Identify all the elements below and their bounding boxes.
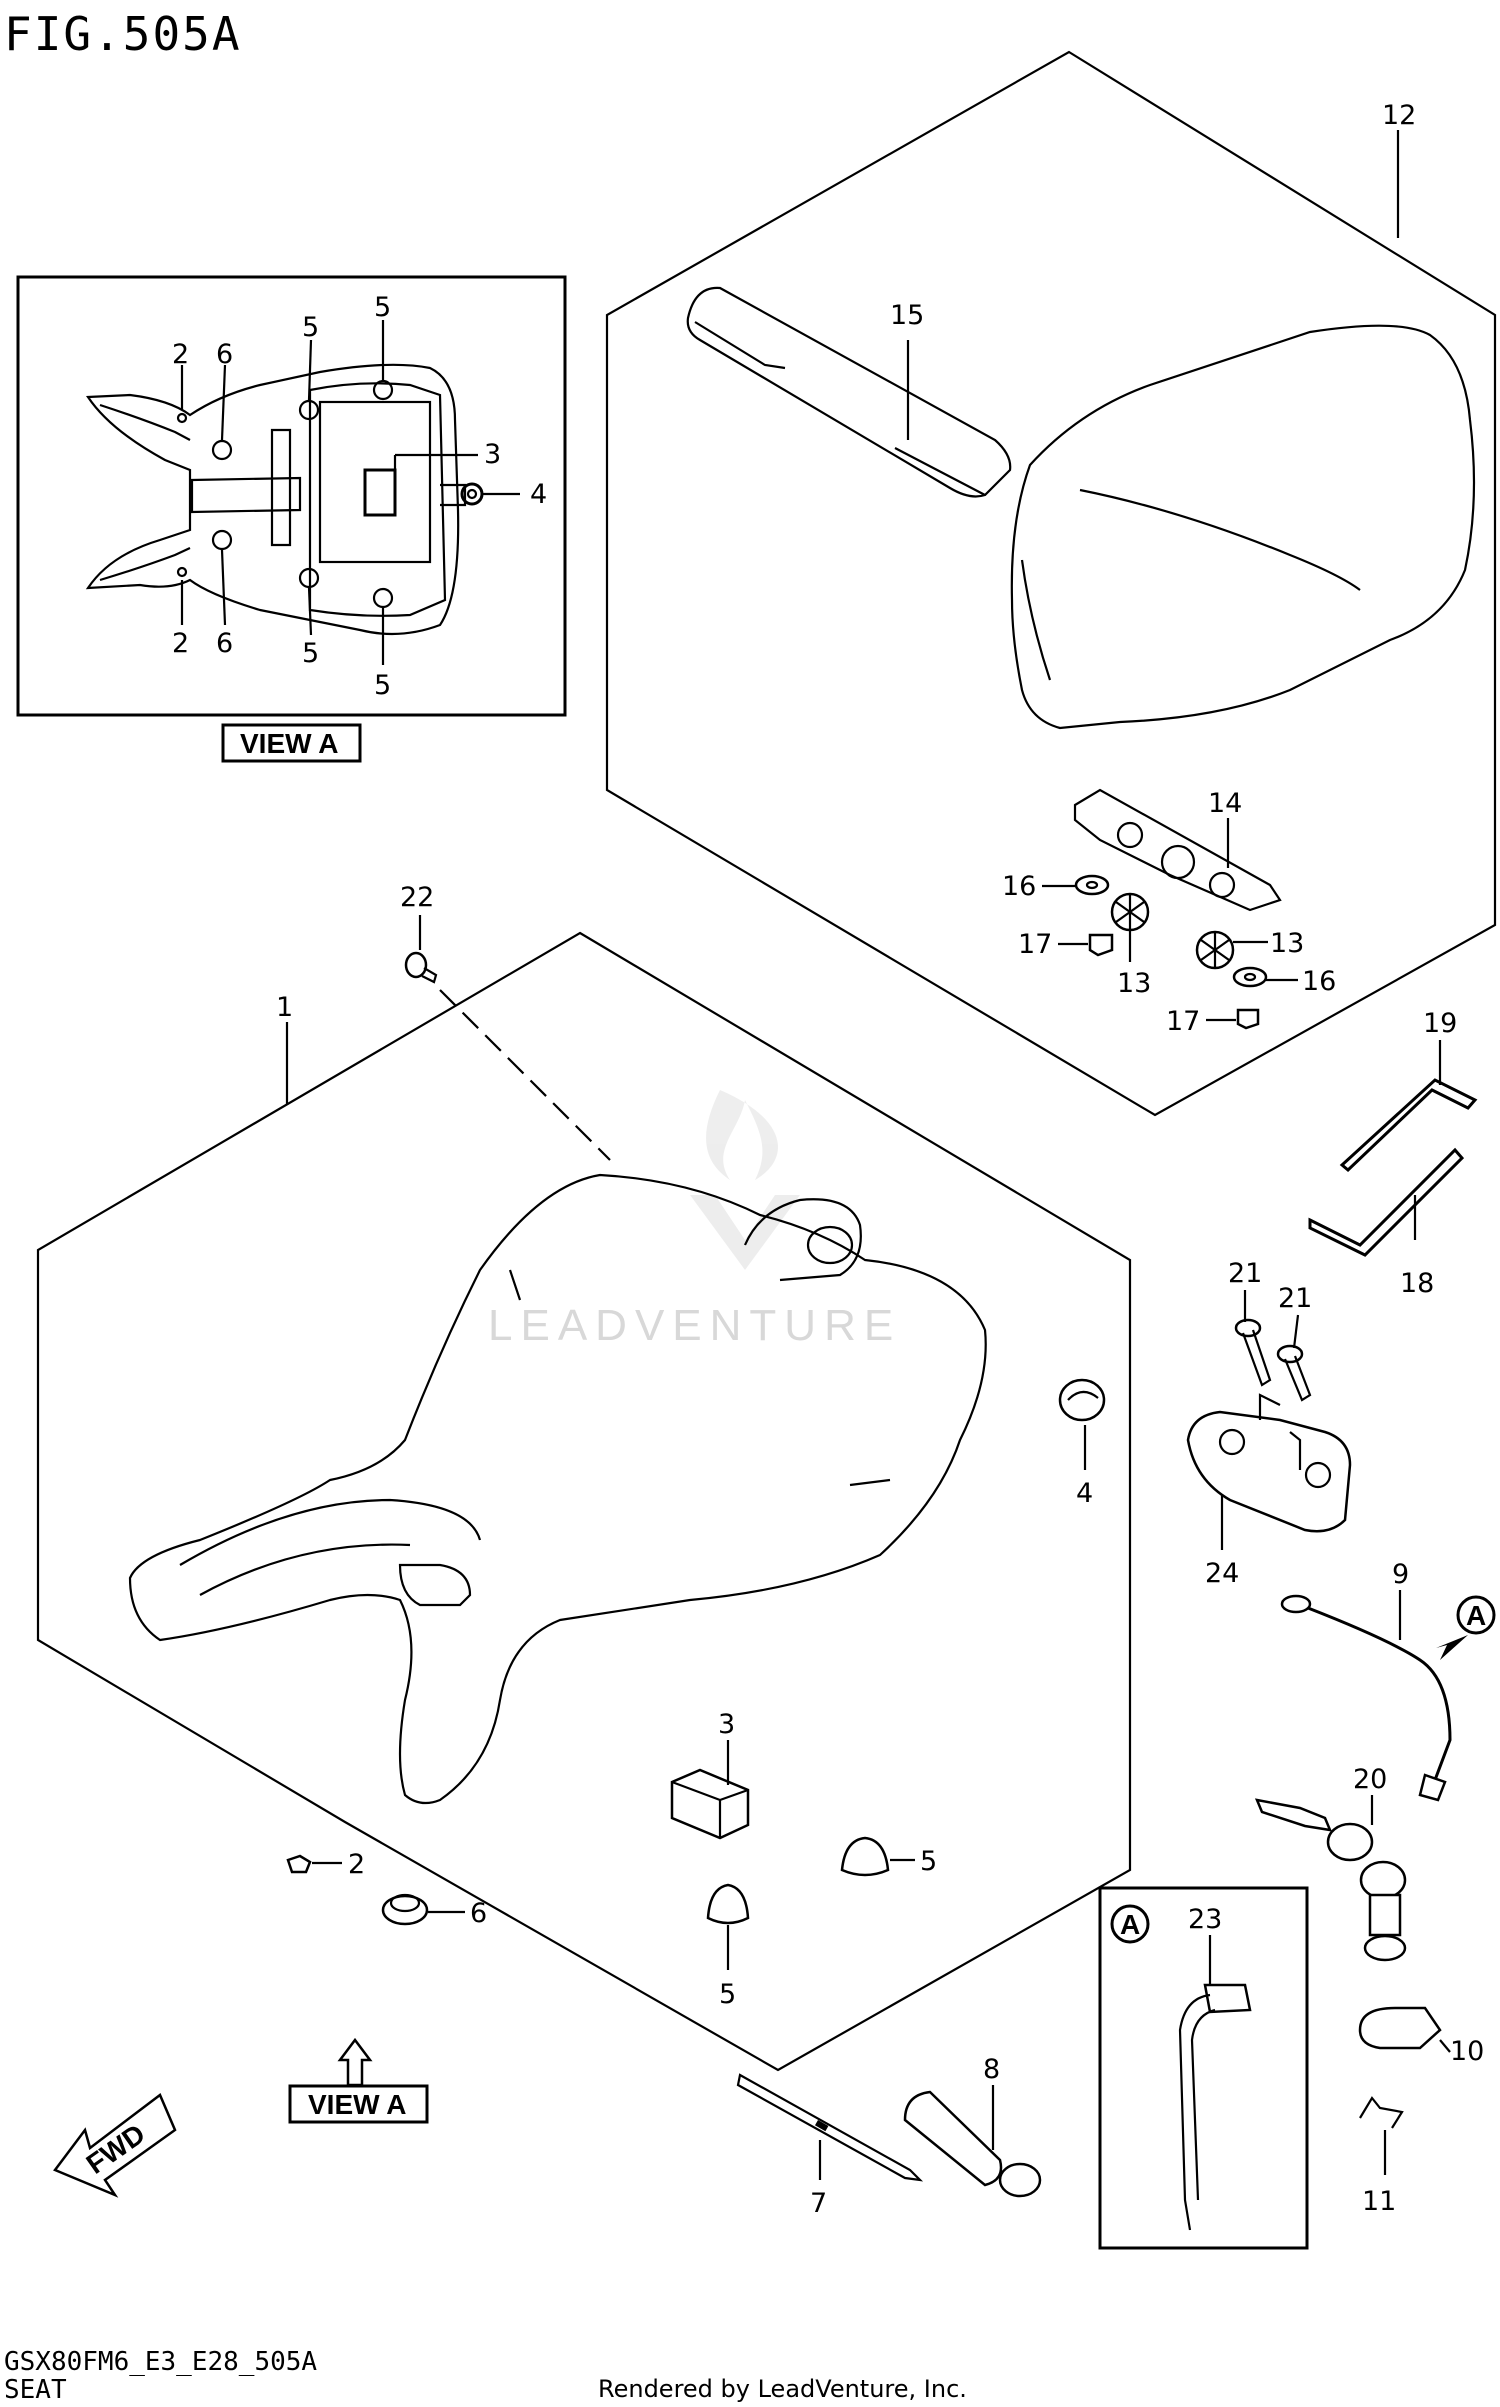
cushion-5-bottom <box>706 1883 750 1925</box>
callout-17-right: 17 <box>1166 1006 1200 1037</box>
callout-7: 7 <box>810 2188 827 2219</box>
ref-arrow <box>1436 1635 1468 1660</box>
seat-trim-strip <box>686 286 1012 498</box>
cushion-5-right <box>840 1836 890 1877</box>
rear-seat-cushion <box>1010 324 1476 730</box>
section-name: SEAT <box>4 2375 67 2405</box>
callout-15: 15 <box>890 300 924 331</box>
callout-11: 11 <box>1362 2186 1396 2217</box>
hex-key-19 <box>1339 1078 1478 1173</box>
screwdriver-7 <box>736 2073 924 2182</box>
callout-12: 12 <box>1382 100 1416 131</box>
cushion-6 <box>381 1893 429 1926</box>
view-a-arrow-caption: VIEW A <box>308 2089 407 2120</box>
inset-callout-4: 4 <box>530 479 547 510</box>
clip-10 <box>1358 2006 1442 2050</box>
inset-callout-5-d: 5 <box>374 670 391 701</box>
inset-callout-5-b: 5 <box>374 292 391 323</box>
inset-callout-2-bottom: 2 <box>172 628 189 659</box>
callout-13-right: 13 <box>1270 928 1304 959</box>
callout-21-left: 21 <box>1228 1258 1262 1289</box>
washer-right <box>1232 966 1268 988</box>
callout-16-left: 16 <box>1002 871 1036 902</box>
fwd-arrow-icon <box>53 2093 177 2198</box>
detail-box-A <box>1098 1886 1309 2250</box>
callout-14: 14 <box>1208 788 1242 819</box>
inset-callout-2-top: 2 <box>172 339 189 370</box>
callout-22: 22 <box>400 882 434 913</box>
seat-bracket <box>1073 788 1282 912</box>
detail-box-label: A <box>1120 1909 1140 1940</box>
seat-latch-24 <box>1186 1393 1352 1533</box>
clip-2 <box>286 1854 312 1874</box>
nut-left <box>1088 933 1114 957</box>
credit-text: Rendered by LeadVenture, Inc. <box>598 2375 967 2403</box>
inset-callout-6-bottom: 6 <box>216 628 233 659</box>
nut-right <box>1236 1008 1260 1030</box>
block-3 <box>670 1768 750 1840</box>
front-seat-cushion <box>128 1173 987 1805</box>
callout-21-right: 21 <box>1278 1283 1312 1314</box>
callout-5-right: 5 <box>920 1846 937 1877</box>
watermark-text: LEADVENTURE <box>488 1301 901 1350</box>
ref-circle-A <box>1456 1595 1496 1635</box>
figure-title: FIG.505A <box>4 7 242 61</box>
handle-8 <box>903 2090 1042 2198</box>
callout-24: 24 <box>1205 1558 1239 1589</box>
screw-21-right <box>1276 1344 1312 1402</box>
grommet-4 <box>1058 1378 1106 1422</box>
inset-callout-6-top: 6 <box>216 339 233 370</box>
view-a-inset <box>16 275 567 717</box>
callout-1: 1 <box>276 992 293 1023</box>
callout-3: 3 <box>718 1709 735 1740</box>
callout-5-bottom: 5 <box>719 1979 736 2010</box>
callout-17-left: 17 <box>1018 929 1052 960</box>
callout-19: 19 <box>1423 1008 1457 1039</box>
rear-seat-assembly-outline <box>605 50 1497 1117</box>
view-a-caption-box <box>221 723 362 763</box>
callout-20: 20 <box>1353 1764 1387 1795</box>
view-a-arrow <box>337 2037 373 2087</box>
harness-23 <box>1178 1983 1252 2231</box>
callout-10: 10 <box>1450 2036 1484 2067</box>
callout-2: 2 <box>348 1849 365 1880</box>
view-a-caption: VIEW A <box>240 728 339 759</box>
inset-callout-3: 3 <box>484 439 501 470</box>
callout-9: 9 <box>1392 1559 1409 1590</box>
front-seat-assembly-outline <box>36 931 1132 2072</box>
inset-callout-5-a: 5 <box>302 312 319 343</box>
callout-4: 4 <box>1076 1478 1093 1509</box>
callout-23: 23 <box>1188 1904 1222 1935</box>
model-code: GSX80FM6_E3_E28_505A <box>4 2347 317 2377</box>
inset-callout-5-c: 5 <box>302 638 319 669</box>
spring-clip-11 <box>1359 2096 1404 2129</box>
callout-8: 8 <box>983 2054 1000 2085</box>
callout-18: 18 <box>1400 1268 1434 1299</box>
seat-lock-cable-9 <box>1280 1594 1452 1802</box>
key-lock-20 <box>1254 1798 1407 1962</box>
callout-16-right: 16 <box>1302 966 1336 997</box>
screw-21-left <box>1234 1318 1272 1387</box>
ref-label-A: A <box>1466 1600 1486 1631</box>
washer-top <box>1074 874 1110 896</box>
watermark-logo <box>690 1090 800 1270</box>
callout-13-left: 13 <box>1117 968 1151 999</box>
view-a-arrow-caption-box <box>288 2084 429 2124</box>
bolt-22 <box>404 951 438 984</box>
callout-6: 6 <box>470 1898 487 1929</box>
hex-key-18 <box>1308 1147 1465 1257</box>
